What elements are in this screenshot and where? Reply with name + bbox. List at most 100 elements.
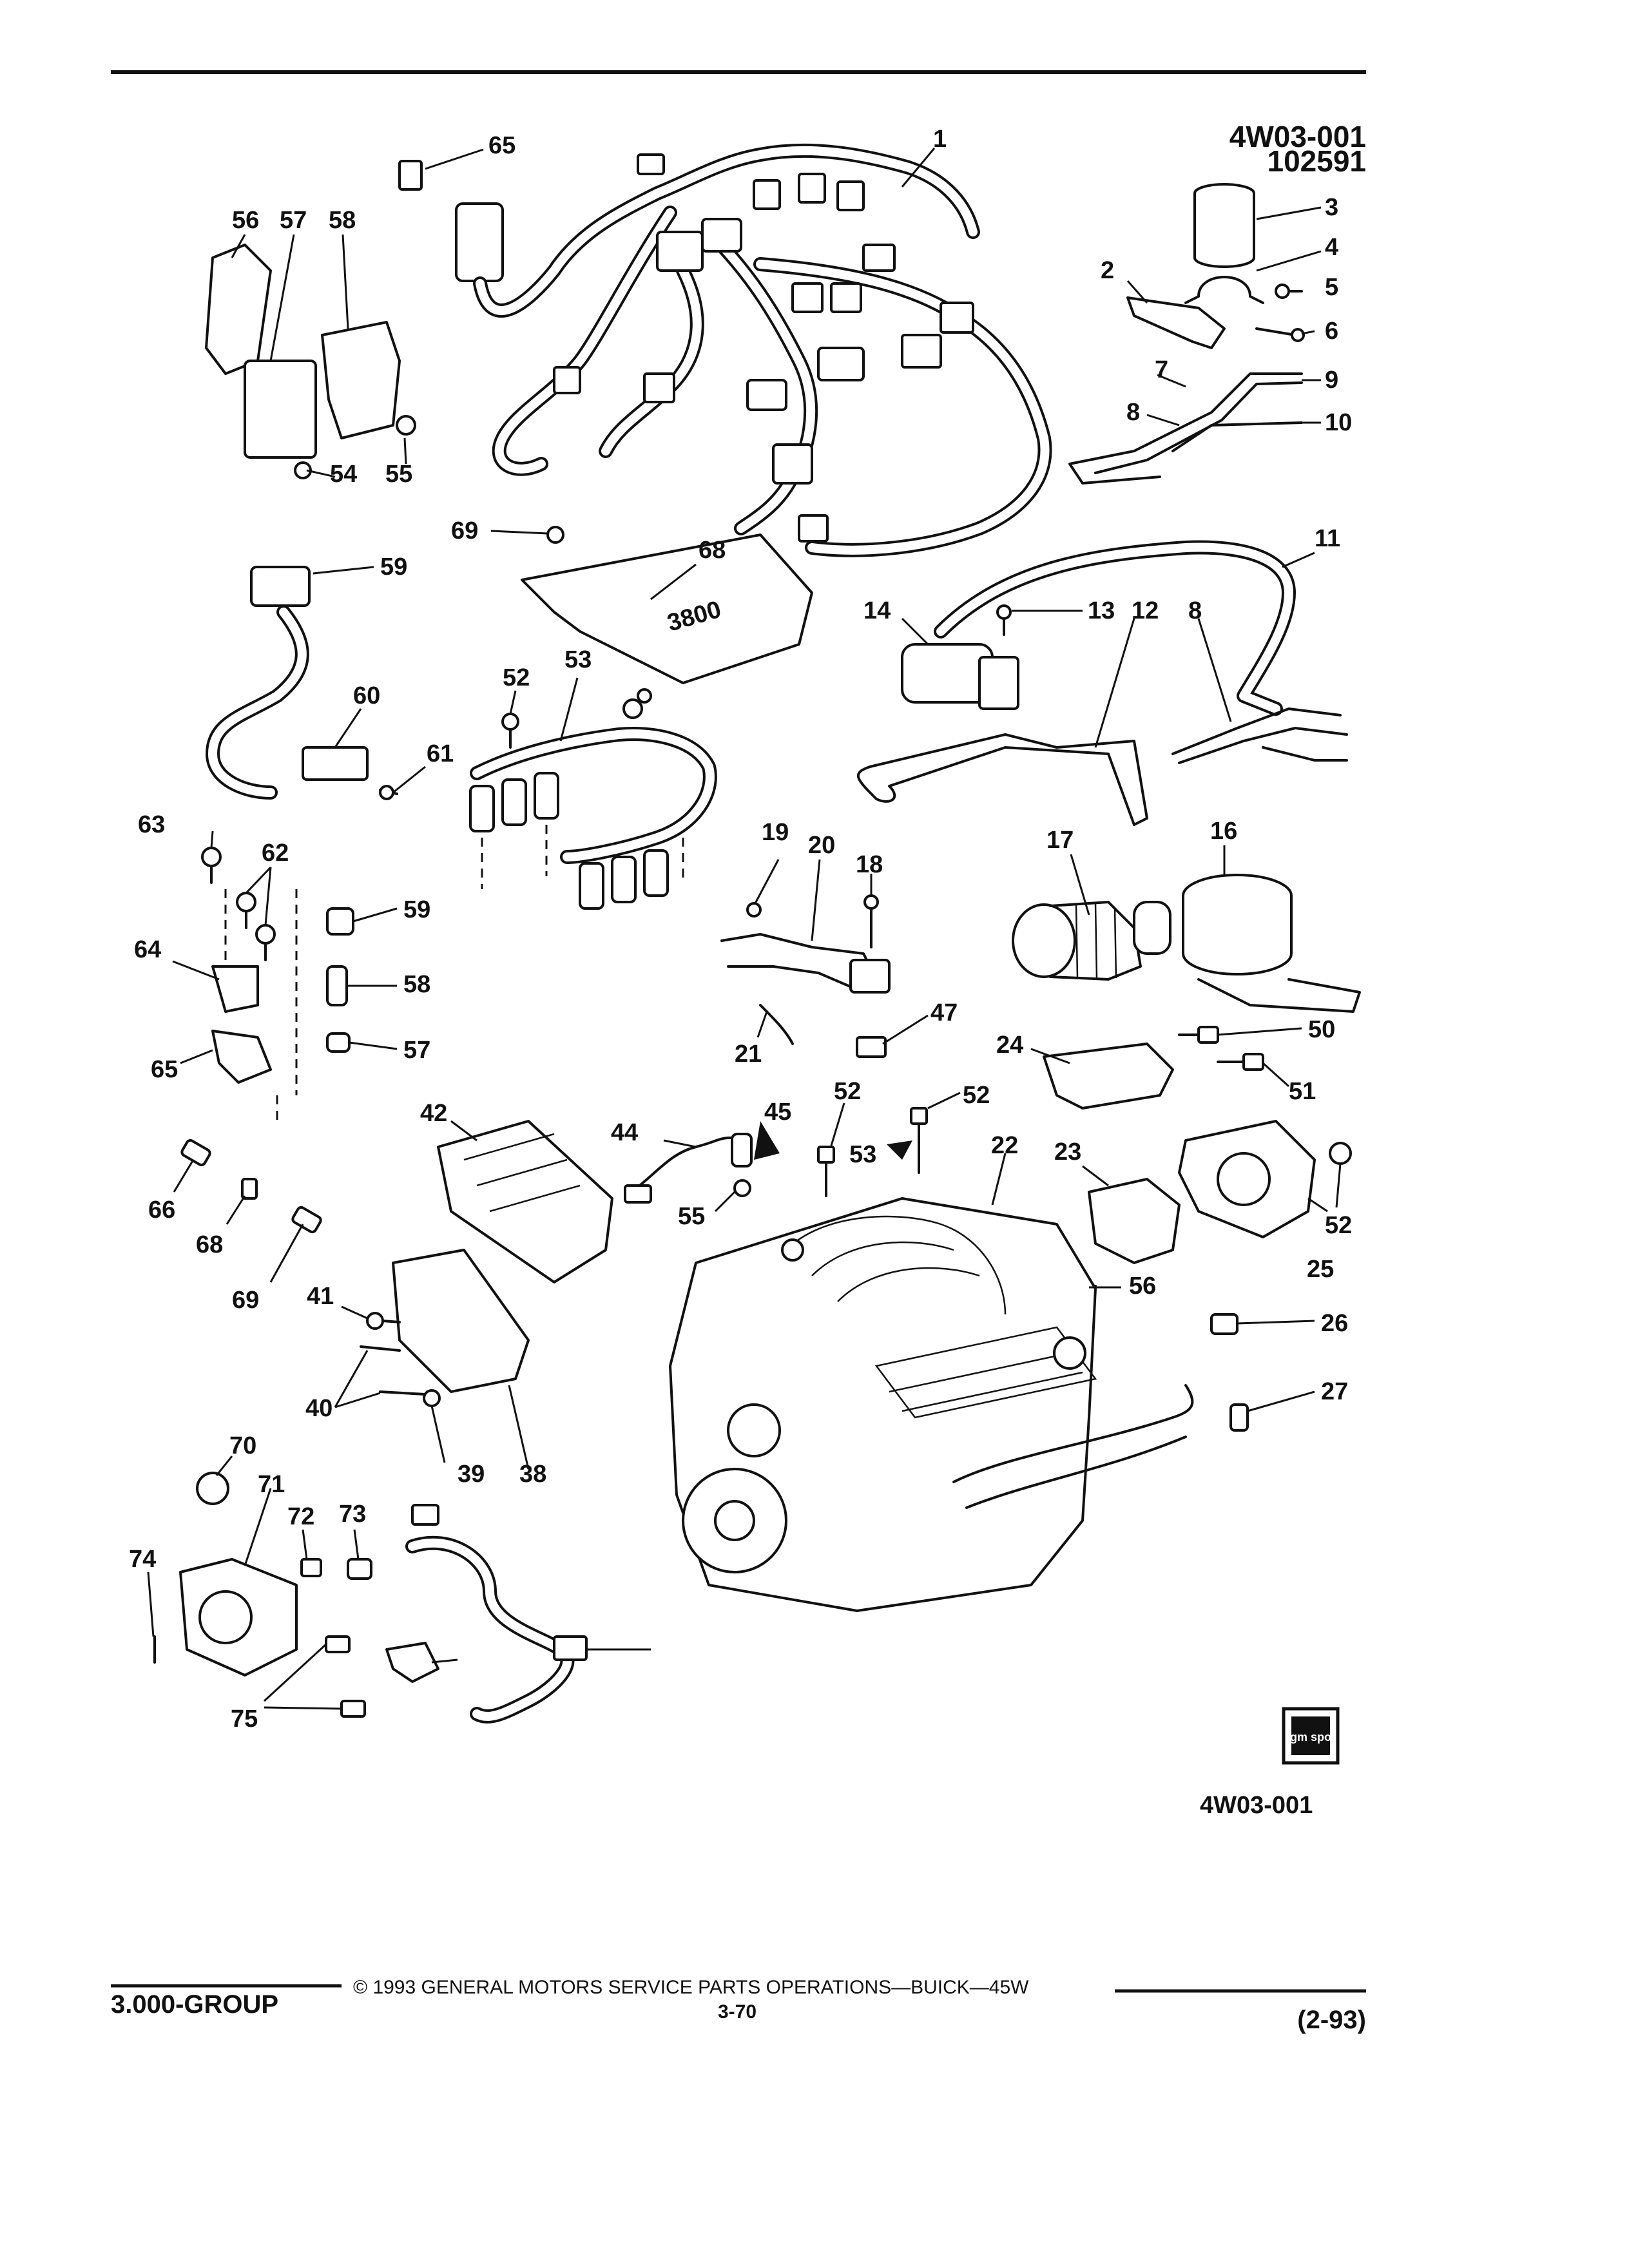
callout-22: 23	[1054, 1139, 1081, 1166]
part-25-sensor	[1210, 1313, 1239, 1335]
callout-21: 22	[991, 1132, 1018, 1159]
callout-72: 74	[129, 1546, 156, 1573]
callout-62: 64	[134, 936, 161, 963]
part-12-vacuum-pipe	[856, 733, 1148, 826]
callout-30: 41	[307, 1283, 334, 1310]
part-45-clip	[856, 1036, 887, 1058]
callout-61: 63	[138, 811, 165, 838]
callout-31: 42	[420, 1100, 447, 1127]
part-64-sensor	[180, 1139, 211, 1167]
callout-8: 8	[1126, 399, 1140, 426]
gm-spo-logo: gm spo	[1282, 1707, 1340, 1765]
part-53-arrow	[887, 1140, 912, 1160]
part-15-regulator	[1182, 874, 1361, 1013]
part-24-throttle-body	[1178, 1120, 1316, 1238]
part-61-bolt	[201, 847, 222, 884]
callout-34: 53	[564, 646, 592, 673]
callout-9: 9	[1325, 367, 1338, 394]
part-21-engine-assembly	[669, 1197, 1194, 1612]
callout-6: 6	[1325, 318, 1338, 345]
part-54-arrow	[754, 1121, 780, 1160]
callout-24: 25	[1307, 1256, 1334, 1283]
part-29-bolts	[360, 1345, 427, 1396]
part-44-connector	[398, 160, 423, 191]
parts-artwork: 3800	[153, 143, 1361, 1724]
part-55-gasket	[733, 1179, 751, 1197]
callout-38: 57	[280, 207, 307, 234]
part-13-screw	[996, 604, 1012, 636]
callout-64: 66	[148, 1196, 175, 1224]
injector-axis-lines	[481, 825, 684, 889]
part-48-nut	[546, 526, 564, 544]
callout-26: 27	[1321, 1378, 1348, 1405]
footer-copyright: © 1993 GENERAL MOTORS SERVICE PARTS OPER…	[353, 1977, 1029, 1998]
part-6-bolt	[1255, 327, 1305, 342]
part-8-fuel-line	[1171, 707, 1348, 764]
bracket-axis-lines	[224, 889, 298, 1121]
part-2-bracket	[1126, 296, 1226, 349]
callout-35: 54	[330, 461, 357, 488]
callout-19: 19	[762, 819, 789, 846]
callout-48: 69	[451, 517, 478, 544]
part-36-nut	[396, 415, 416, 436]
part-54-oxygen-sensor	[731, 1133, 753, 1168]
callout-5: 5	[1325, 274, 1338, 301]
part-47-engine-cover: 3800	[521, 533, 813, 684]
callout-1: 1	[933, 126, 947, 153]
callout-28: 39	[458, 1461, 485, 1488]
part-28-nut	[423, 1389, 441, 1407]
callout-68: 70	[229, 1432, 256, 1459]
callout-4: 4	[1325, 234, 1338, 261]
part-22-gasket	[1088, 1178, 1181, 1264]
callout-55: 55	[678, 1203, 705, 1230]
part-33-bolt	[501, 713, 519, 749]
part-14-solenoid	[901, 643, 1019, 710]
part-70-bolt	[300, 1558, 322, 1577]
callout-23: 24	[996, 1032, 1023, 1059]
callout-40: 59	[380, 553, 407, 581]
callout-8b: 8	[1188, 597, 1202, 624]
footer-group: 3.000-GROUP	[111, 1990, 278, 2019]
leader-lines	[147, 148, 1342, 1710]
callout-18: 20	[808, 832, 835, 859]
callout-49: 50	[1308, 1016, 1335, 1043]
callout-10: 10	[1325, 409, 1352, 436]
callout-7: 7	[1155, 356, 1168, 383]
part-52-stud	[817, 1146, 835, 1197]
part-75-harness	[405, 1504, 588, 1724]
callout-73: 75	[231, 1706, 258, 1733]
callout-11: 11	[1315, 525, 1340, 552]
callout-15: 16	[1210, 818, 1237, 845]
callout-50: 51	[1289, 1078, 1316, 1105]
part-51-nut	[1329, 1142, 1352, 1165]
part-20-hose	[759, 1004, 794, 1045]
part-26-sensor	[1229, 1403, 1249, 1432]
callout-52: 52	[834, 1078, 861, 1105]
callout-16: 17	[1046, 827, 1074, 854]
part-17-bolt	[863, 894, 879, 948]
part-3-filter	[1193, 183, 1255, 268]
callout-2: 2	[1101, 257, 1114, 284]
callout-51: 52	[1325, 1212, 1352, 1239]
part-66-sensor	[291, 1206, 322, 1234]
part-65-plug	[241, 1178, 258, 1200]
callout-17: 18	[856, 851, 883, 878]
part-32-connector	[624, 1184, 652, 1204]
part-39-bracket	[321, 321, 401, 439]
callout-53: 53	[849, 1141, 876, 1168]
part-1-wiring-harness	[455, 143, 1052, 557]
callout-numbers: 1 2 3 4 5 6 7 9 8 10 65 56 57 58 54 55 6…	[129, 126, 1352, 1733]
callout-69: 71	[258, 1471, 285, 1498]
callout-42: 61	[427, 740, 454, 767]
callout-25: 26	[1321, 1310, 1348, 1337]
part-37-cover	[205, 244, 272, 375]
part-74-bracket	[385, 1642, 439, 1683]
part-38-ecm	[244, 360, 317, 459]
part-30-bolt	[366, 1312, 401, 1330]
callout-57: 57	[403, 1037, 430, 1064]
footer-page: 3-70	[718, 2001, 757, 2023]
part-73-bolts	[325, 1635, 366, 1718]
part-31-ignition-coil	[437, 1120, 613, 1283]
figure-code: 4W03-001	[1229, 120, 1366, 153]
part-58-sleeve	[326, 965, 348, 1006]
